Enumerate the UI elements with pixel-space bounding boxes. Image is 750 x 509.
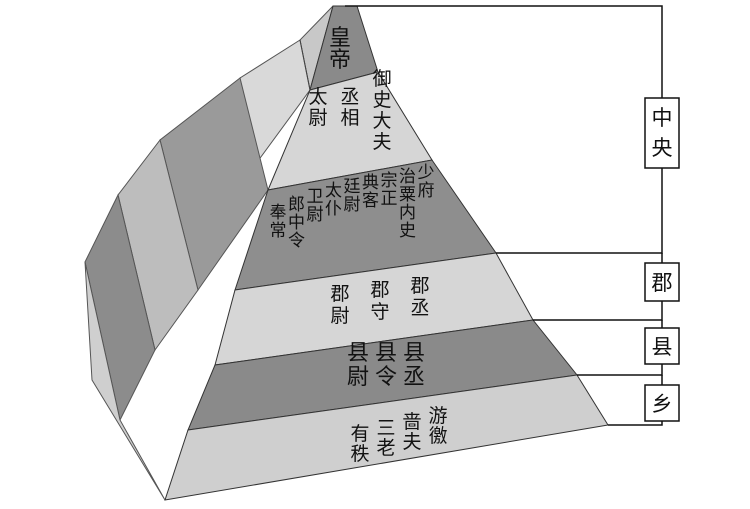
tier-title-township-2: 啬夫: [402, 411, 421, 453]
tier-title-three-ministers-0: 太尉: [308, 86, 327, 129]
level-label-central-2: 央: [652, 136, 673, 160]
tier-title-commandery-0: 郡尉: [330, 283, 349, 327]
tier-title-emperor-0: 皇帝: [329, 26, 351, 73]
tier-title-county-0: 县尉: [347, 341, 369, 390]
level-label-central: 中: [652, 106, 673, 130]
tier-title-nine-ministers-4: 廷尉: [344, 177, 361, 215]
level-label-commandery: 郡: [652, 271, 673, 295]
level-box-township: [644, 384, 680, 422]
level-label-township: 乡: [652, 392, 673, 416]
tier-title-commandery-1: 郡守: [370, 279, 389, 323]
tier-title-nine-ministers-8: 少府: [418, 163, 435, 201]
tier-title-commandery-2: 郡丞: [410, 275, 429, 319]
level-label-county: 县: [652, 335, 673, 359]
level-box-commandery: [644, 262, 680, 302]
tier-title-county-2: 县丞: [403, 341, 425, 390]
tier-title-three-ministers-2: 御史大夫: [372, 68, 391, 153]
bracket-commandery: [533, 253, 663, 321]
tier-title-nine-ministers-0: 奉常: [270, 203, 287, 241]
tier-labels: 皇帝太尉丞相御史大夫奉常郎中令卫尉太仆廷尉典客宗正治粟内史少府郡尉郡守郡丞县尉县…: [270, 26, 448, 465]
tier-title-nine-ministers-2: 卫尉: [307, 187, 324, 225]
tier-title-nine-ministers-5: 典客: [362, 173, 379, 211]
tier-title-three-ministers-1: 丞相: [340, 86, 359, 129]
level-boxes: 中 央 郡 县 乡: [644, 97, 680, 422]
tier-title-township-0: 有秩: [350, 423, 369, 465]
tier-title-nine-ministers-6: 宗正: [381, 171, 398, 209]
pyramid-side-faces: [84, 5, 334, 501]
level-box-county: [644, 327, 680, 365]
tier-title-township-3: 游徼: [428, 405, 447, 447]
tier-title-county-1: 县令: [375, 341, 397, 390]
level-box-central: [644, 97, 680, 169]
tier-title-township-1: 三老: [376, 417, 395, 459]
tier-title-nine-ministers-3: 太仆: [325, 181, 342, 219]
tier-title-nine-ministers-1: 郎中令: [288, 195, 305, 251]
pyramid-front-faces: [164, 5, 609, 501]
tier-title-nine-ministers-7: 治粟内史: [399, 167, 416, 241]
